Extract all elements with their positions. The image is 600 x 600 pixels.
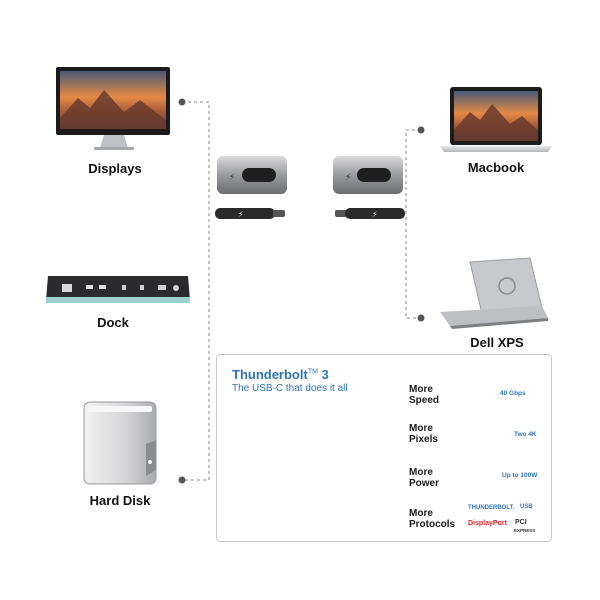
- thunderbolt-logo: THUNDERBOLT.: [468, 505, 515, 511]
- connection-dots: [178, 98, 425, 484]
- panel-subtitle: The USB-C that does it all: [232, 383, 348, 394]
- displayport-logo: DisplayPort: [468, 520, 507, 527]
- macbook-label: Macbook: [467, 160, 525, 175]
- feature-pixels-line2: Pixels: [409, 434, 438, 445]
- feature-speed-line1: More: [409, 384, 433, 395]
- displays-dot: [178, 98, 186, 106]
- pixels-value: Two 4K: [514, 431, 537, 438]
- dock-label: Dock: [97, 315, 129, 330]
- feature-power: More Power: [409, 467, 453, 489]
- connection-lines: [182, 101, 421, 481]
- left-dashed-line: [182, 101, 210, 481]
- tb-connector-right: ⚡ ⚡: [333, 156, 405, 219]
- feature-speed: More Speed: [409, 384, 453, 406]
- harddisk-label: Hard Disk: [89, 493, 151, 508]
- tb-connector-left: ⚡ ⚡: [215, 156, 287, 219]
- dell-label: Dell XPS: [470, 335, 524, 350]
- svg-text:⚡: ⚡: [372, 210, 378, 219]
- display-monitor-icon: [56, 67, 170, 150]
- dell-dot: [417, 314, 425, 322]
- feature-pixels-line1: More: [409, 423, 433, 434]
- harddisk-dot: [178, 476, 186, 484]
- hard-disk-icon: [83, 401, 157, 485]
- right-dashed-line: [405, 129, 421, 319]
- feature-power-line1: More: [409, 467, 433, 478]
- panel-title: ThunderboltTM 3: [232, 367, 329, 382]
- macbook-laptop-icon: [440, 87, 552, 152]
- displays-label: Displays: [88, 161, 142, 176]
- dock-device-icon: [46, 276, 190, 303]
- feature-pixels: More Pixels: [409, 423, 453, 445]
- dell-laptop-icon: [440, 257, 548, 329]
- power-value: Up to 100W: [502, 472, 538, 479]
- pci-logo: PCI: [515, 519, 527, 526]
- svg-text:⚡: ⚡: [229, 173, 235, 183]
- feature-protocols: More Protocols: [409, 508, 456, 530]
- svg-text:⚡: ⚡: [345, 173, 351, 183]
- speed-value: 40 Gbps: [500, 390, 526, 397]
- feature-power-line2: Power: [409, 478, 440, 489]
- feature-protocols-line1: More: [409, 508, 433, 519]
- svg-text:⚡: ⚡: [238, 210, 244, 219]
- macbook-dot: [417, 126, 425, 134]
- feature-protocols-line2: Protocols: [409, 519, 456, 530]
- pci-express-logo: EXPRESS: [514, 528, 536, 533]
- thunderbolt-panel: [216, 354, 552, 542]
- usb-logo: USB: [520, 504, 533, 510]
- feature-speed-line2: Speed: [409, 395, 440, 406]
